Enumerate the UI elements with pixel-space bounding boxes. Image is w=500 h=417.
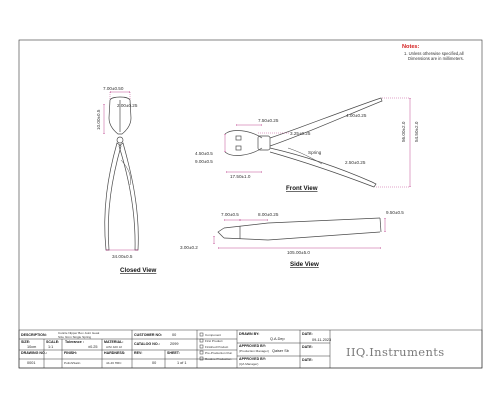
tb-hardness-label: HARDNESS: (104, 351, 125, 355)
side-end-thickness: 9.50±0.5 (386, 210, 404, 215)
tb-sheet-value: 1 of 1 (177, 361, 187, 365)
front-view (224, 97, 383, 188)
tb-hardness-value: 44-46 HRC (106, 361, 122, 365)
tb-date3-label: DATE: (302, 358, 313, 362)
side-head-width: 8.00±0.25 (258, 212, 279, 217)
tb-tolerance-value: ±0.25 (88, 345, 97, 349)
front-handle-lower (269, 147, 377, 188)
notes-title: Notes: (402, 44, 420, 50)
front-joint-height: 9.00±0.5 (195, 159, 213, 164)
tb-check-component: Component (205, 333, 221, 337)
tb-rev-value: 00 (152, 361, 156, 365)
title-block (18, 329, 483, 369)
side-view-title: Side View (290, 261, 319, 268)
brand-logo-text: IIQ.Instruments (346, 345, 445, 359)
closed-view-title: Closed View (120, 267, 157, 274)
tb-check-pre-production: Pre-Production Run (205, 351, 232, 355)
front-spring (287, 147, 323, 165)
tb-drawn-by-value: Q.A.Dep (270, 337, 285, 341)
tb-drawing-no-label: DRAWING NO.: (21, 351, 47, 355)
tb-material-label: MATERIAL: (104, 340, 124, 344)
tb-approved-by-sub: (Production Manager) (239, 349, 269, 353)
tb-size-value: 10cm (27, 345, 36, 349)
closed-spring (120, 159, 131, 186)
side-tip (217, 227, 225, 239)
front-jaw-tip-top (235, 135, 242, 141)
tb-finish-value: Polish/Satin (64, 361, 81, 365)
tb-customer-no-label: CUSTOMER NO: (134, 333, 162, 337)
front-view-title: Front View (286, 185, 318, 192)
notes-line-2: Dimensions are in millimeters. (408, 56, 464, 61)
tb-rev-label: REV: (134, 351, 142, 355)
side-view-dims (213, 217, 386, 249)
front-joint-box (257, 135, 271, 151)
tb-description-value-2: Size 3mm Single Spring (58, 335, 91, 339)
front-handle-end: 2.50±0.25 (345, 160, 366, 165)
closed-view (104, 96, 139, 251)
side-body-bottom (223, 231, 381, 241)
tb-customer-no-value: 00 (172, 333, 176, 337)
closed-joint (116, 136, 124, 144)
tb-approved-by2-sub: (QA Manager) (239, 362, 258, 366)
tb-description-label: DESCRIPTION: (21, 333, 47, 337)
tb-date-value: 09-11-2023 (312, 338, 331, 342)
tb-drawn-by-label: DRAWN BY: (239, 332, 260, 336)
tb-sheet-label: SHEET: (167, 351, 180, 355)
front-height-1: 56.00±2.0 (401, 121, 406, 142)
tb-check-finished-product: Finished Product (205, 345, 228, 349)
front-jaw-upper (224, 130, 263, 139)
side-end (379, 217, 382, 233)
closed-handle-left (104, 142, 122, 251)
tb-approved-by-value: Qaiser Sb (272, 349, 289, 353)
closed-bottom-width: 34.00±0.5 (112, 254, 133, 259)
side-tip-height: 3.00±0.2 (180, 245, 198, 250)
front-spring-label: Spring (308, 150, 322, 155)
front-head-length: 17.50±1.0 (230, 174, 251, 179)
front-jaw-gap: 7.50±0.25 (258, 118, 279, 123)
closed-jaw-outline (108, 96, 132, 135)
front-jaw-lower (224, 147, 263, 156)
front-handle-upper (269, 97, 383, 147)
notes-line-1: 1. Unless otherwise specified,all (404, 51, 464, 56)
side-body-top (223, 217, 381, 229)
front-pivot: 3.25±0.25 (290, 131, 311, 136)
front-jaw-tip-bottom (235, 145, 242, 151)
tb-check-first-product: First Product (205, 339, 223, 343)
tb-approved-by2-label: APPROVED BY: (239, 357, 266, 361)
tb-drawing-no-value: 0001 (27, 361, 35, 365)
closed-top-width: 7.00±0.50 (103, 86, 124, 91)
sheet-border (18, 39, 483, 369)
side-view (217, 217, 382, 241)
tb-material-value: AISI 420 J2 (106, 345, 122, 349)
tb-date2-label: DATE: (302, 345, 313, 349)
front-view-dims (224, 97, 411, 188)
closed-head-width: 2.00±0.25 (117, 103, 138, 108)
tb-description-value-1: Cuticle Nipper Box Joint Geak (58, 331, 100, 335)
tb-tolerance-label: Tolerance : (65, 340, 84, 344)
front-height-2: 54.50±2.0 (414, 121, 419, 142)
tb-finish-label: FINISH: (64, 351, 77, 355)
front-jaw-height: 4.50±0.5 (195, 151, 213, 156)
tb-size-label: SIZE: (21, 340, 30, 344)
tb-check-routine-production: Routine Production (205, 357, 232, 361)
closed-jaw-length: 10.00±0.5 (96, 109, 101, 130)
tb-approved-by-label: APPROVED BY: (239, 344, 266, 348)
tb-scale-label: SCALE: (46, 340, 59, 344)
notes-block: Notes: 1. Unless otherwise specified,all… (402, 44, 464, 61)
side-tip-width: 7.00±0.5 (221, 212, 239, 217)
side-total-length: 105.00±5.0 (287, 250, 310, 255)
tb-catalog-label: CATALOG NO.: (134, 342, 160, 346)
front-handle-tip: 4.00±0.25 (346, 113, 367, 118)
tb-date-label: DATE: (302, 332, 313, 336)
closed-handle-right (118, 142, 139, 251)
closed-view-dims (103, 91, 139, 251)
tb-scale-value: 1:1 (48, 345, 53, 349)
tb-catalog-value: 2099 (170, 342, 178, 346)
